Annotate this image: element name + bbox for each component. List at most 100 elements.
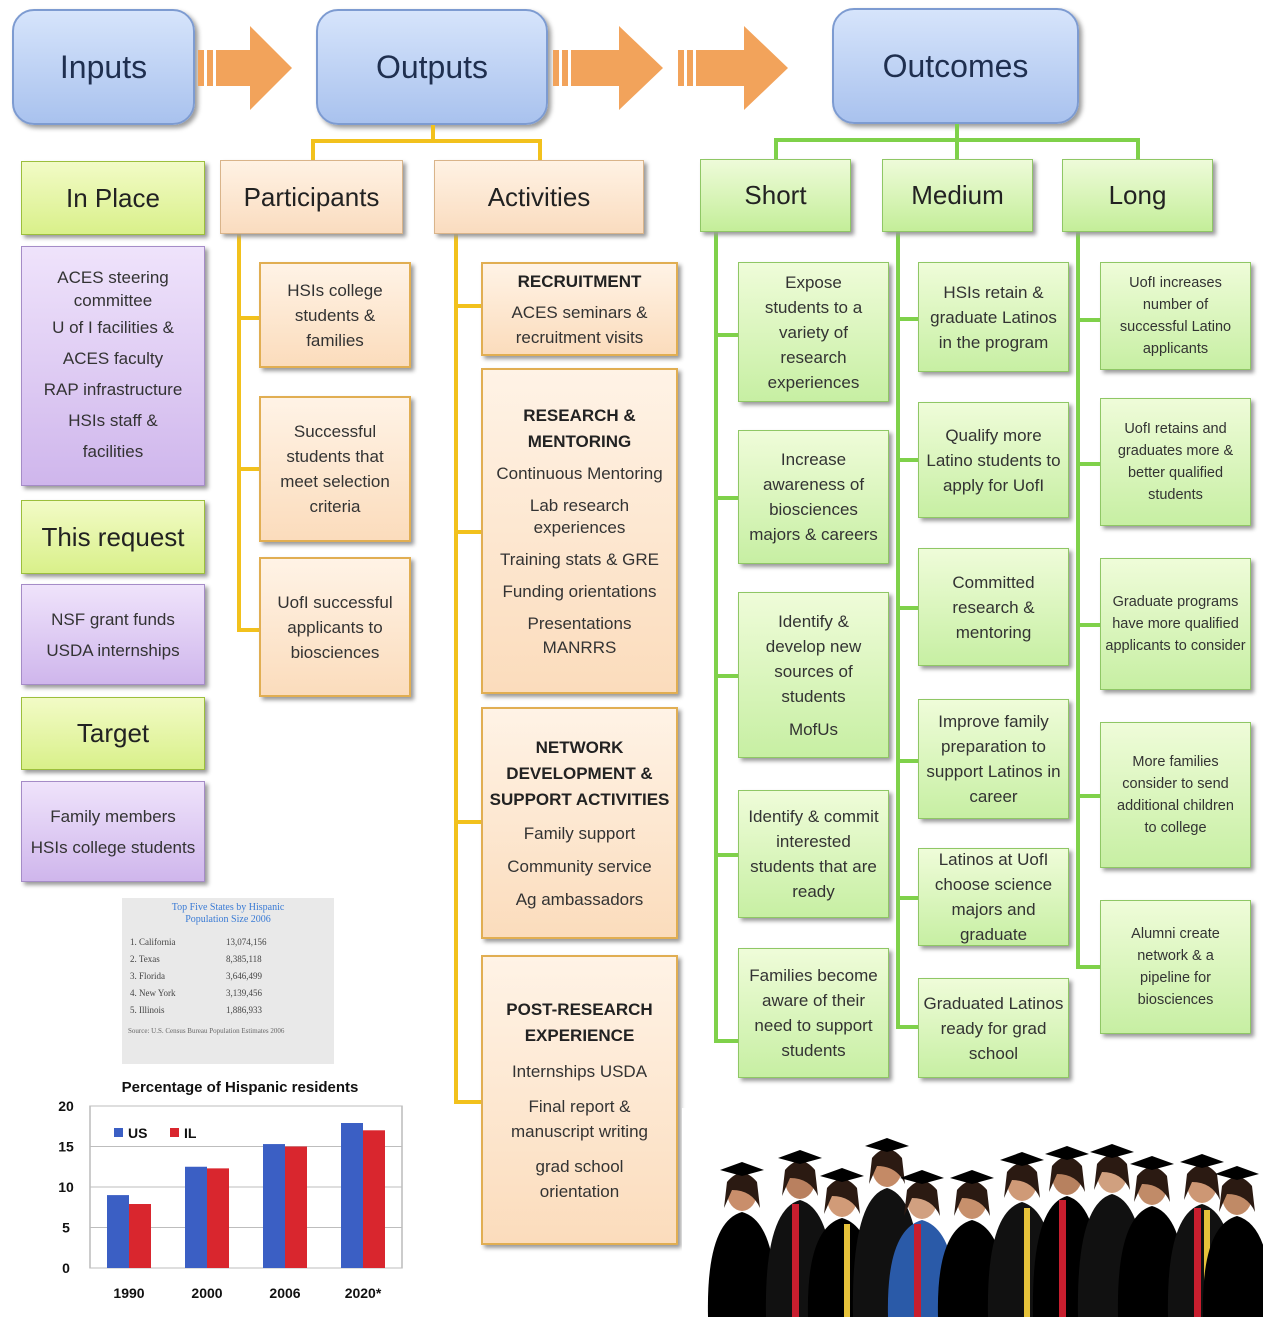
graduation-cap-icon — [1180, 1154, 1224, 1168]
connector-line — [1076, 623, 1100, 627]
short-outcome-box: Families become aware of their need to s… — [738, 948, 889, 1078]
connector-line — [714, 333, 738, 337]
long-title: Long — [1108, 180, 1167, 210]
in-place-item: RAP infrastructure — [43, 379, 183, 399]
connector-line — [311, 139, 315, 161]
stole — [914, 1224, 921, 1317]
hispanic-residents-bar-chart: Percentage of Hispanic residents 2015105… — [58, 1079, 403, 1301]
connector-line — [774, 138, 778, 160]
participants-header: Participants — [220, 160, 403, 234]
graduation-cap-icon — [1215, 1166, 1259, 1180]
connector-line — [896, 232, 900, 1028]
graduate-hair — [1184, 1165, 1220, 1200]
table-rank: 1. — [130, 937, 137, 947]
table-state: Florida — [139, 971, 165, 981]
right-arrow-icon — [678, 26, 788, 110]
medium-outcome-box: Latinos at UofI choose science majors an… — [918, 848, 1069, 946]
activity-item: Final report & manuscript writing — [511, 1096, 648, 1141]
inputs-header-label: Inputs — [59, 48, 148, 85]
in-place-item: HSIs staff & — [68, 410, 158, 430]
in-place-item: ACES steering committee — [57, 267, 169, 310]
table-value: 3,139,456 — [226, 988, 262, 998]
x-tick-label: 2020* — [345, 1285, 382, 1301]
inputs-header: Inputs — [12, 9, 195, 125]
medium-outcome-box: Improve family preparation to support La… — [918, 699, 1069, 819]
y-tick-label: 5 — [62, 1220, 70, 1236]
graduation-cap-icon — [900, 1170, 944, 1184]
medium-outcome-text: Latinos at UofI choose science majors an… — [934, 850, 1053, 944]
graduate-hair — [1049, 1157, 1085, 1192]
connector-line — [431, 125, 435, 141]
participant-box: UofI successful applicants to bioscience… — [259, 557, 411, 697]
table-value: 8,385,118 — [226, 954, 262, 964]
short-outcome-box: Identify & develop new sources of studen… — [738, 592, 889, 758]
table-rank: 4. — [130, 988, 137, 998]
connector-line — [1076, 462, 1100, 466]
medium-outcome-box: Qualify more Latino students to apply fo… — [918, 402, 1069, 518]
activity-item: Ag ambassadors — [515, 889, 644, 909]
population-table-source: Source: U.S. Census Bureau Population Es… — [128, 1027, 285, 1035]
medium-outcome-text: HSIs retain & graduate Latinos in the pr… — [930, 282, 1057, 352]
legend-label: US — [128, 1125, 147, 1141]
connector-line — [896, 458, 918, 462]
activity-item: Lab research experiences — [529, 496, 630, 537]
legend-swatch — [114, 1128, 123, 1137]
medium-outcome-box: HSIs retain & graduate Latinos in the pr… — [918, 262, 1069, 372]
connector-line — [955, 138, 959, 160]
activity-item: ACES seminars & recruitment visits — [511, 302, 648, 347]
chart-bar-il — [285, 1146, 307, 1268]
y-tick-label: 0 — [62, 1260, 70, 1276]
outputs-header-label: Outputs — [375, 48, 489, 85]
connector-line — [454, 530, 481, 534]
medium-outcome-text: Committed research & mentoring — [952, 572, 1035, 642]
participant-box: Successful students that meet selection … — [259, 396, 411, 542]
long-outcome-box: Graduate programs have more qualified ap… — [1100, 558, 1251, 690]
connector-line — [896, 759, 918, 763]
table-state: Texas — [138, 954, 160, 964]
outputs-header: Outputs — [316, 9, 548, 125]
graduate-figure — [707, 1212, 777, 1317]
short-outcome-box: Identify & commit interested students th… — [738, 790, 889, 918]
short-outcome-text: Identify & commit interested students th… — [748, 807, 879, 901]
connector-line — [1076, 318, 1100, 322]
chart-bar-us — [107, 1195, 129, 1268]
graduates-group-image — [682, 1108, 1263, 1317]
right-arrow-icon — [553, 26, 663, 110]
medium-outcome-text: Improve family preparation to support La… — [926, 712, 1061, 806]
target-item: Family members — [50, 806, 176, 826]
short-outcome-box: Increase awareness of biosciences majors… — [738, 430, 889, 564]
graduation-cap-icon — [1000, 1152, 1044, 1166]
activity-item: Training stats & GRE — [499, 550, 660, 569]
long-outcome-box: UofI increases number of successful Lati… — [1100, 262, 1251, 370]
long-header: Long — [1062, 159, 1213, 232]
activity-box-research: RESEARCH & MENTORING Continuous Mentorin… — [481, 368, 678, 694]
activities-header: Activities — [434, 160, 644, 234]
medium-outcome-box: Committed research & mentoring — [918, 548, 1069, 666]
connector-line — [714, 232, 718, 1042]
connector-line — [454, 820, 481, 824]
in-place-item: ACES faculty — [62, 348, 164, 368]
x-tick-label: 2000 — [191, 1285, 222, 1301]
medium-outcome-text: Graduated Latinos ready for grad school — [923, 993, 1064, 1063]
long-outcome-text: Graduate programs have more qualified ap… — [1105, 594, 1246, 654]
long-outcome-text: UofI retains and graduates more & better… — [1117, 421, 1234, 503]
long-outcome-box: UofI retains and graduates more & better… — [1100, 398, 1251, 526]
table-state: Illinois — [139, 1005, 165, 1015]
y-tick-label: 10 — [58, 1179, 74, 1195]
connector-line — [538, 139, 542, 161]
in-place-item: U of I facilities & — [52, 317, 174, 337]
long-outcome-text: More families consider to send additiona… — [1117, 754, 1234, 836]
graduate-hair — [782, 1161, 818, 1196]
short-header: Short — [700, 159, 851, 232]
chart-bar-il — [363, 1130, 385, 1268]
stole — [1024, 1208, 1030, 1317]
table-value: 13,074,156 — [226, 937, 267, 947]
activity-box-post-research: POST-RESEARCH EXPERIENCE Internships USD… — [481, 955, 678, 1245]
activity-item: Internships USDA — [511, 1061, 648, 1081]
table-state: New York — [139, 988, 176, 998]
short-outcome-text: Identify & develop new sources of studen… — [765, 611, 862, 706]
graduation-cap-icon — [778, 1150, 822, 1164]
